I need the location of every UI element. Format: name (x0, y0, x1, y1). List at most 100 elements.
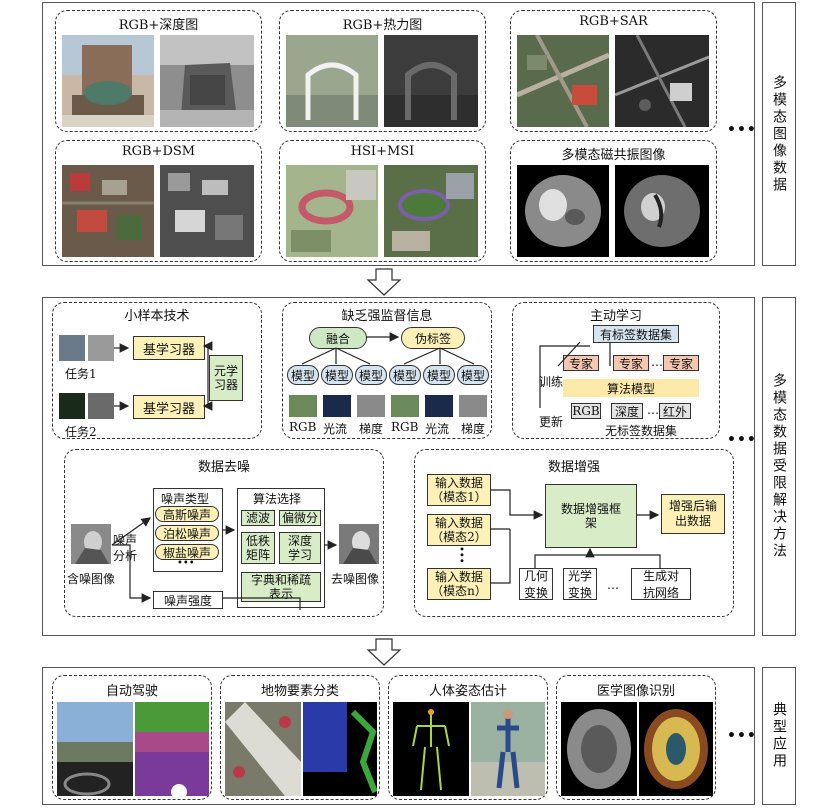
pose-skeleton-image (393, 702, 469, 796)
algorithm-model: 算法模型 (563, 379, 699, 397)
modality-card-rgb-thermal: RGB+热力图 (279, 10, 486, 132)
app-card-medical-recognition: 医学图像识别 (556, 675, 716, 800)
rgb-frames (391, 395, 419, 417)
flow-frames (323, 395, 351, 417)
methods-label: 多模态数据受限解决方法 (762, 297, 796, 636)
model-node: 模型 (321, 365, 353, 385)
method-gan: 生成对抗网络 (631, 568, 691, 600)
modality-card-rgb-depth: RGB+深度图 (55, 10, 262, 132)
task2-image-b (88, 393, 114, 419)
expert-box: 专家 (663, 355, 699, 371)
input-modality-2: 输入数据（模态2） (427, 514, 491, 546)
augmented-output: 增强后输出数据 (661, 494, 725, 534)
modality-card-mri: 多模态磁共振图像 (510, 140, 717, 262)
pose-photo-image (471, 702, 545, 796)
gradient-frames (357, 395, 385, 417)
meta-learner: 元学习器 (209, 355, 243, 401)
app-title: 地物要素分类 (260, 684, 339, 699)
input-modality-1-text: 输入数据（模态1） (431, 476, 487, 504)
task2-image-a (59, 393, 85, 419)
algo-low-rank: 低秩矩阵 (241, 532, 275, 564)
few-shot-title: 小样本技术 (124, 309, 190, 324)
denoised-image (339, 524, 379, 564)
algo-select-title: 算法选择 (253, 492, 302, 506)
depth-map-image (160, 35, 254, 127)
input-label: RGB (391, 420, 419, 434)
rgb-city-image (62, 165, 154, 257)
fusion-node: 融合 (309, 327, 367, 349)
noise-analysis-text: 噪声分析 (113, 533, 138, 563)
app-card-land-cover: 地物要素分类 (220, 675, 380, 800)
modality-box: 红外 (659, 403, 691, 419)
method-geometric: 几何变换 (519, 568, 553, 600)
mri-t1-image (615, 165, 709, 257)
base-learner-2: 基学习器 (133, 395, 205, 419)
app-card-autonomous-driving: 自动驾驶 (52, 675, 212, 800)
modality-box: 深度 (611, 403, 643, 419)
augmentation-panel: 数据增强 输入数据（模态1） 输入数据（模态2） ••• 输入数据（模态n） 数… (414, 449, 734, 617)
noise-type-ellipsis: ••• (177, 558, 195, 569)
noisy-image-label: 含噪图像 (67, 572, 116, 586)
augmentation-framework-text: 数据增强框架 (561, 502, 622, 530)
input-modality-n-text: 输入数据（模态n） (431, 570, 487, 598)
noise-type-title: 噪声类型 (161, 492, 210, 506)
pseudo-label-node: 伪标签 (401, 327, 465, 349)
model-node: 模型 (355, 365, 387, 385)
app-title: 医学图像识别 (596, 684, 675, 699)
modality-title: HSI+MSI (350, 144, 415, 159)
expert-box: 专家 (563, 355, 599, 371)
gradient-frames (459, 395, 487, 417)
denoise-title: 数据去噪 (197, 460, 250, 475)
mri-flair-image (517, 165, 609, 257)
methods-ellipsis: … (607, 578, 619, 592)
more-modalities-ellipsis: ••• (727, 122, 757, 138)
model-node: 模型 (389, 365, 421, 385)
input-modality-1: 输入数据（模态1） (427, 474, 491, 506)
down-arrow (366, 638, 402, 666)
driving-scene-image (57, 702, 133, 796)
train-label: 训练 (539, 375, 564, 389)
brain-segmentation-image (639, 702, 713, 796)
input-label: 光流 (323, 422, 348, 436)
msi-image (384, 165, 478, 257)
method-gan-text: 生成对抗网络 (642, 569, 679, 600)
weak-supervision-title: 缺乏强监督信息 (341, 309, 433, 324)
driving-segmentation-image (135, 702, 209, 796)
rgb-rack-image (286, 35, 378, 127)
noise-type-chip: 椒盐噪声 (155, 544, 219, 560)
algo-dictionary-sparse-text: 字典和稀疏表示 (250, 573, 311, 601)
rgb-statue-image (62, 35, 154, 127)
hsi-image (286, 165, 378, 257)
down-arrow (366, 268, 402, 296)
noisy-image (71, 524, 111, 564)
model-node: 模型 (423, 365, 455, 385)
noise-type-chip: 泊松噪声 (155, 525, 219, 541)
augmentation-framework: 数据增强框架 (545, 484, 637, 548)
more-methods-ellipsis: ••• (727, 432, 757, 448)
modality-card-hsi-msi: HSI+MSI (279, 140, 486, 262)
algo-filter: 滤波 (241, 510, 275, 526)
task1-image-b (88, 335, 114, 361)
sar-image (615, 35, 709, 127)
input-label: 梯度 (359, 422, 384, 436)
algo-dictionary-sparse: 字典和稀疏表示 (241, 572, 321, 602)
modality-title: 多模态磁共振图像 (561, 148, 666, 163)
modality-title: RGB+热力图 (342, 18, 423, 33)
update-label: 更新 (539, 415, 564, 429)
modality-card-rgb-dsm: RGB+DSM (55, 140, 262, 262)
input-label: RGB (289, 420, 317, 434)
input-modality-n: 输入数据（模态n） (427, 568, 491, 600)
task1-label: 任务1 (65, 367, 97, 381)
algo-pde: 偏微分 (279, 510, 321, 526)
rgb-frames (289, 395, 317, 417)
labeled-dataset: 有标签数据集 (593, 325, 679, 343)
method-geometric-text: 几何变换 (523, 569, 548, 600)
land-segmentation-image (303, 702, 377, 796)
task2-label: 任务2 (65, 425, 97, 439)
flow-frames (425, 395, 453, 417)
task1-image-a (59, 335, 85, 361)
modal-data-label: 多模态图像数据 (762, 2, 796, 266)
algo-deep-learning-text: 深度学习 (287, 534, 312, 562)
dsm-image (160, 165, 254, 257)
app-title: 人体姿态估计 (428, 684, 507, 699)
